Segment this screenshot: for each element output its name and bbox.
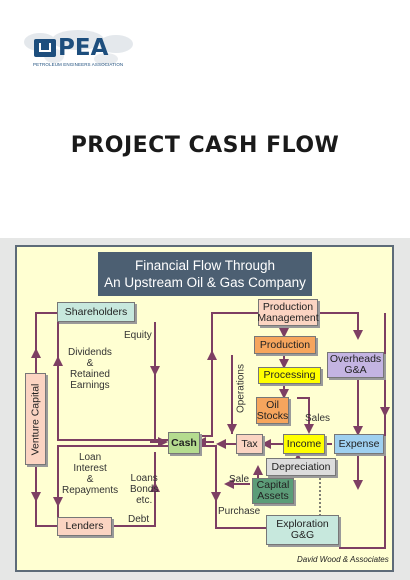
flow-line-vc-to-lenders bbox=[35, 465, 57, 527]
overheads-box: Overheads G&A bbox=[327, 352, 384, 378]
venture-capital-box: Venture Capital bbox=[25, 373, 46, 465]
diagram-title-line2: An Upstream Oil & Gas Company bbox=[104, 275, 306, 290]
equity-label: Equity bbox=[124, 330, 152, 341]
overheads-line1: Overheads bbox=[329, 353, 382, 365]
arrow-to-overheads bbox=[318, 312, 363, 340]
income-box: Income bbox=[283, 434, 325, 454]
exploration-box: Exploration G&G bbox=[266, 515, 339, 545]
production-management-box: Production Management bbox=[257, 299, 319, 326]
sales-label: Sales bbox=[305, 413, 331, 424]
flow-line-right-edge bbox=[339, 313, 386, 549]
credit-text: David Wood & Associates bbox=[297, 555, 389, 564]
capital-assets-line2: Assets bbox=[257, 490, 289, 502]
production-box: Production bbox=[254, 336, 316, 354]
arrow-sales bbox=[297, 397, 314, 434]
capital-assets-line1: Capital bbox=[256, 479, 290, 491]
diagram-title-line1: Financial Flow Through bbox=[134, 258, 276, 273]
pea-building-icon bbox=[34, 39, 56, 57]
logo-text: PEA bbox=[58, 35, 109, 61]
lenders-box: Lenders bbox=[57, 517, 112, 536]
capital-assets-box: Capital Assets bbox=[252, 478, 294, 504]
shareholders-box: Shareholders bbox=[57, 302, 135, 322]
production-management-line2: Management bbox=[257, 311, 319, 324]
depreciation-box: Depreciation bbox=[266, 458, 336, 476]
production-management-line1: Production bbox=[262, 300, 314, 313]
operations-label: Operations bbox=[235, 364, 247, 413]
diagram-title: Financial Flow Through An Upstream Oil &… bbox=[98, 252, 312, 296]
logo-subtitle: PETROLEUM ENGINEERS ASSOCIATION bbox=[33, 62, 124, 67]
purchase-label: Purchase bbox=[218, 506, 261, 517]
flow-line-debt bbox=[112, 452, 156, 527]
dividends-label: Dividends & Retained Earnings bbox=[68, 347, 112, 391]
sale-label: Sale bbox=[229, 474, 250, 485]
overheads-line2: G&A bbox=[344, 364, 367, 376]
exploration-line2: G&G bbox=[290, 529, 315, 541]
oil-stocks-line2: Stocks bbox=[256, 409, 289, 422]
loans-bonds-label: Loans Bonds etc. bbox=[130, 473, 159, 506]
page-title: PROJECT CASH FLOW bbox=[70, 133, 340, 158]
tax-box: Tax bbox=[236, 434, 263, 454]
expense-box: Expense bbox=[334, 434, 384, 454]
debt-label: Debt bbox=[128, 514, 150, 525]
flow-line-cash-to-prod-mgmt bbox=[200, 312, 258, 437]
exploration-line1: Exploration bbox=[276, 518, 329, 530]
oil-stocks-box: Oil Stocks bbox=[256, 397, 289, 424]
venture-capital-label: Venture Capital bbox=[29, 383, 41, 455]
pea-logo: PEA PETROLEUM ENGINEERS ASSOCIATION bbox=[18, 26, 138, 76]
flow-line-shareholders-to-vc bbox=[35, 312, 57, 374]
processing-box: Processing bbox=[258, 367, 321, 384]
oil-stocks-line1: Oil bbox=[266, 398, 279, 411]
loan-interest-label: Loan Interest & Repayments bbox=[62, 452, 119, 496]
cash-box: Cash bbox=[168, 432, 200, 454]
